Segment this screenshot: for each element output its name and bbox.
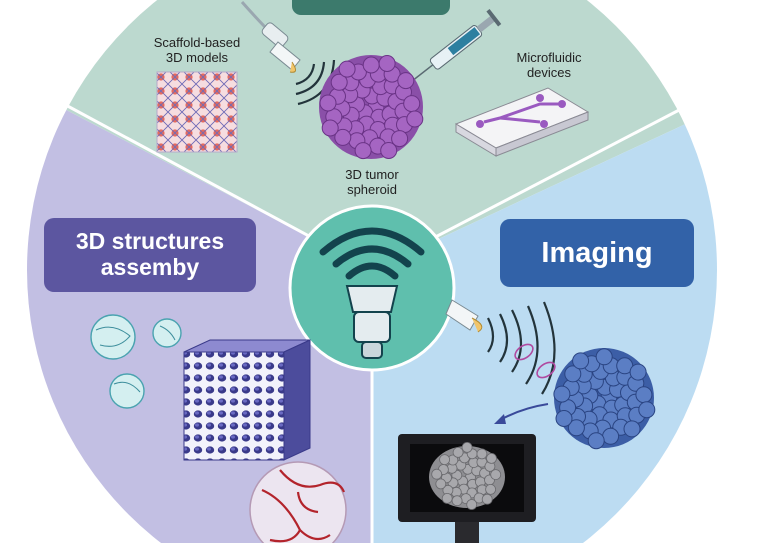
spheroid-label-line1: 3D tumor xyxy=(345,167,399,182)
left-section-title: 3D structures assemby xyxy=(44,218,256,292)
microfluidic-label-line2: devices xyxy=(526,64,572,80)
cell-blob xyxy=(623,420,641,438)
top-section-pill xyxy=(292,0,450,15)
blue-spheroid xyxy=(553,348,656,450)
scaffold-icon xyxy=(156,71,238,153)
cell-blob xyxy=(587,432,605,450)
imaging-probe-icon xyxy=(445,299,483,333)
left-title-line2: assemby xyxy=(100,254,200,280)
purple-spheroid xyxy=(319,55,424,160)
porous-sphere-cluster xyxy=(90,314,182,409)
scaffold-label-line1: Scaffold-based xyxy=(153,35,241,50)
cell-blob xyxy=(490,469,502,481)
cell-blob xyxy=(362,56,380,74)
imaging-wave-icon xyxy=(487,301,556,395)
wave-focus-icon xyxy=(514,343,556,379)
cell-blob xyxy=(435,478,447,490)
scaffold-label-line2: 3D models xyxy=(165,49,229,65)
cell-blob xyxy=(481,493,493,505)
cell-blob xyxy=(572,352,590,370)
cell-blob xyxy=(403,95,421,113)
arrow-icon xyxy=(494,403,549,424)
scaffold-label: Scaffold-based 3D models xyxy=(132,35,262,66)
cell-blob xyxy=(595,348,613,366)
imaging-title: Imaging xyxy=(541,236,653,269)
center-ultrasound-icon xyxy=(319,227,425,359)
cell-blob xyxy=(486,452,497,464)
cell-blob xyxy=(338,60,356,78)
cell-blob xyxy=(334,128,352,146)
left-title-line1: 3D structures xyxy=(75,228,225,255)
cell-blob xyxy=(330,73,348,91)
cell-blob xyxy=(485,483,497,495)
cell-blob xyxy=(555,410,573,427)
cell-blob xyxy=(476,448,488,460)
syringe-icon xyxy=(408,9,502,84)
cell-blob xyxy=(602,427,620,445)
cell-blob xyxy=(638,401,656,419)
cell-blob xyxy=(354,142,372,160)
cell-blob xyxy=(321,119,339,137)
cell-blob xyxy=(466,499,478,510)
cell-blob xyxy=(441,492,453,504)
cell-blob xyxy=(380,142,398,159)
right-section-title: Imaging xyxy=(500,219,694,287)
cell-blob xyxy=(553,385,571,403)
spheroid-label-line2: spheroid xyxy=(347,181,397,197)
cell-blob xyxy=(564,365,582,383)
cell-blob xyxy=(461,441,473,453)
vascularized-sphere-icon xyxy=(249,461,347,543)
cell-blob xyxy=(406,110,424,128)
cell-blob xyxy=(451,495,463,507)
cell-blob xyxy=(635,386,653,404)
cell-blob xyxy=(319,94,337,112)
microfluidic-label-line1: Microfluidic xyxy=(516,50,582,65)
ultrasound-probe-icon xyxy=(240,1,301,73)
monitor-icon xyxy=(398,434,536,543)
cell-blob xyxy=(431,468,443,480)
microfluidic-chip-icon xyxy=(454,87,590,157)
cell-blob xyxy=(397,72,415,90)
cell-blob xyxy=(378,55,396,72)
cell-blob xyxy=(391,130,409,148)
microfluidic-label: Microfluidic devices xyxy=(494,50,604,81)
cell-blob xyxy=(629,363,647,381)
cell-blob xyxy=(452,446,464,458)
porous-scaffold-cube-icon xyxy=(183,339,311,461)
cell-blob xyxy=(439,454,451,466)
spheroid-label: 3D tumor spheroid xyxy=(322,167,422,198)
cell-blob xyxy=(567,419,585,437)
